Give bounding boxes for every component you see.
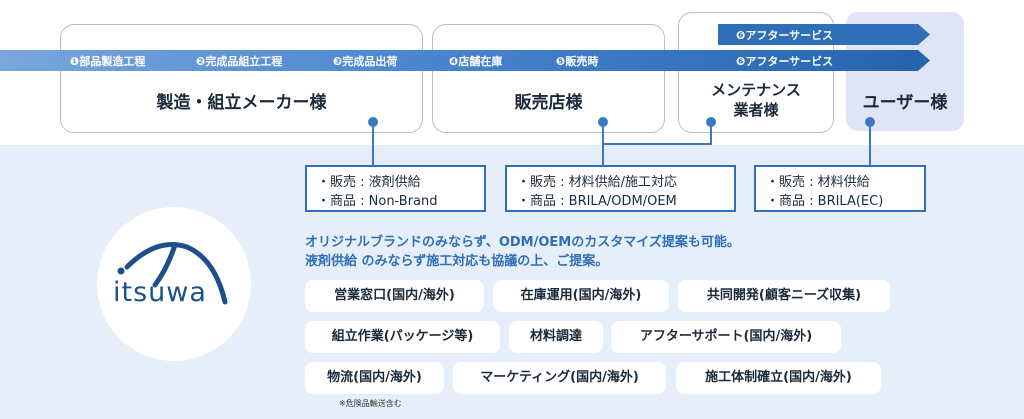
arrow-shape-main	[0, 50, 930, 71]
service-chip-inventory: 在庫運用(国内/海外)	[493, 280, 669, 312]
stage-maintenance-title-line2: 業者様	[733, 101, 779, 119]
lead-line-1: オリジナルブランドのみならず、ODM/OEMのカスタマイズ提案も可能。	[305, 235, 740, 250]
info-manufacturer-sales: ・販売 : 液剤供給	[317, 175, 421, 190]
connector-hline-maintenance	[602, 143, 712, 145]
logo-wordmark: itsuwa	[113, 277, 207, 308]
itsuwa-logo	[97, 207, 251, 361]
stage-retailer-box	[432, 24, 665, 133]
footnote: ※危険品輸送含む	[339, 399, 402, 408]
flow-step-4: ❹店舗在庫	[449, 55, 503, 68]
service-chip-marketing: マーケティング(国内/海外)	[453, 362, 666, 394]
stage-maintenance-title-line1: メンテナンス	[711, 81, 801, 99]
stage-manufacturer-box	[60, 24, 423, 133]
service-chip-procurement: 材料調達	[509, 321, 603, 353]
connector-line-user	[869, 122, 871, 166]
stage-manufacturer-title: 製造・組立メーカー様	[156, 93, 327, 113]
flow-step-2: ❷完成品組立工程	[196, 55, 283, 68]
service-chip-construction: 施工体制確立(国内/海外)	[676, 362, 881, 394]
flow-step-6-top: ❻アフターサービス	[736, 29, 834, 42]
info-user-product: ・商品 : BRILA(EC)	[766, 194, 884, 209]
connector-line-maintenance	[710, 122, 712, 144]
service-chip-after-support: アフターサポート(国内/海外)	[611, 321, 841, 353]
flow-step-5: ❺販売時	[556, 55, 599, 68]
service-chip-logistics: 物流(国内/海外)	[305, 362, 444, 394]
service-chip-joint-development: 共同開発(顧客ニーズ収集)	[678, 280, 890, 312]
flow-arrow-aftersales-top	[718, 24, 930, 45]
flow-arrow-main	[0, 50, 930, 71]
info-manufacturer-product: ・商品 : Non-Brand	[317, 194, 438, 209]
info-user-sales: ・販売 : 材料供給	[766, 175, 870, 190]
info-box-manufacturer: ・販売 : 液剤供給 ・商品 : Non-Brand	[305, 165, 486, 212]
service-chip-assembly: 組立作業(パッケージ等)	[305, 321, 500, 353]
info-retailer-product: ・商品 : BRILA/ODM/OEM	[517, 194, 677, 209]
info-retailer-sales: ・販売 : 材料供給/施工対応	[517, 175, 678, 190]
stage-user-title: ユーザー様	[862, 93, 948, 113]
info-box-user: ・販売 : 材料供給 ・商品 : BRILA(EC)	[754, 165, 926, 212]
stage-retailer-title: 販売店様	[514, 93, 583, 113]
connector-line-manufacturer	[372, 122, 374, 166]
lead-line-2: 液剤供給 のみならず施工対応も協議の上、ご提案。	[305, 254, 609, 269]
flow-step-1: ❶部品製造工程	[70, 55, 146, 68]
logo-swoosh-icon	[117, 242, 228, 305]
flow-step-6-bottom: ❻アフターサービス	[736, 55, 834, 68]
flow-step-3: ❸完成品出荷	[333, 55, 398, 68]
service-chip-sales-window: 営業窓口(国内/海外)	[305, 280, 484, 312]
arrow-shape-top	[718, 24, 930, 45]
info-box-retailer: ・販売 : 材料供給/施工対応 ・商品 : BRILA/ODM/OEM	[505, 165, 736, 212]
